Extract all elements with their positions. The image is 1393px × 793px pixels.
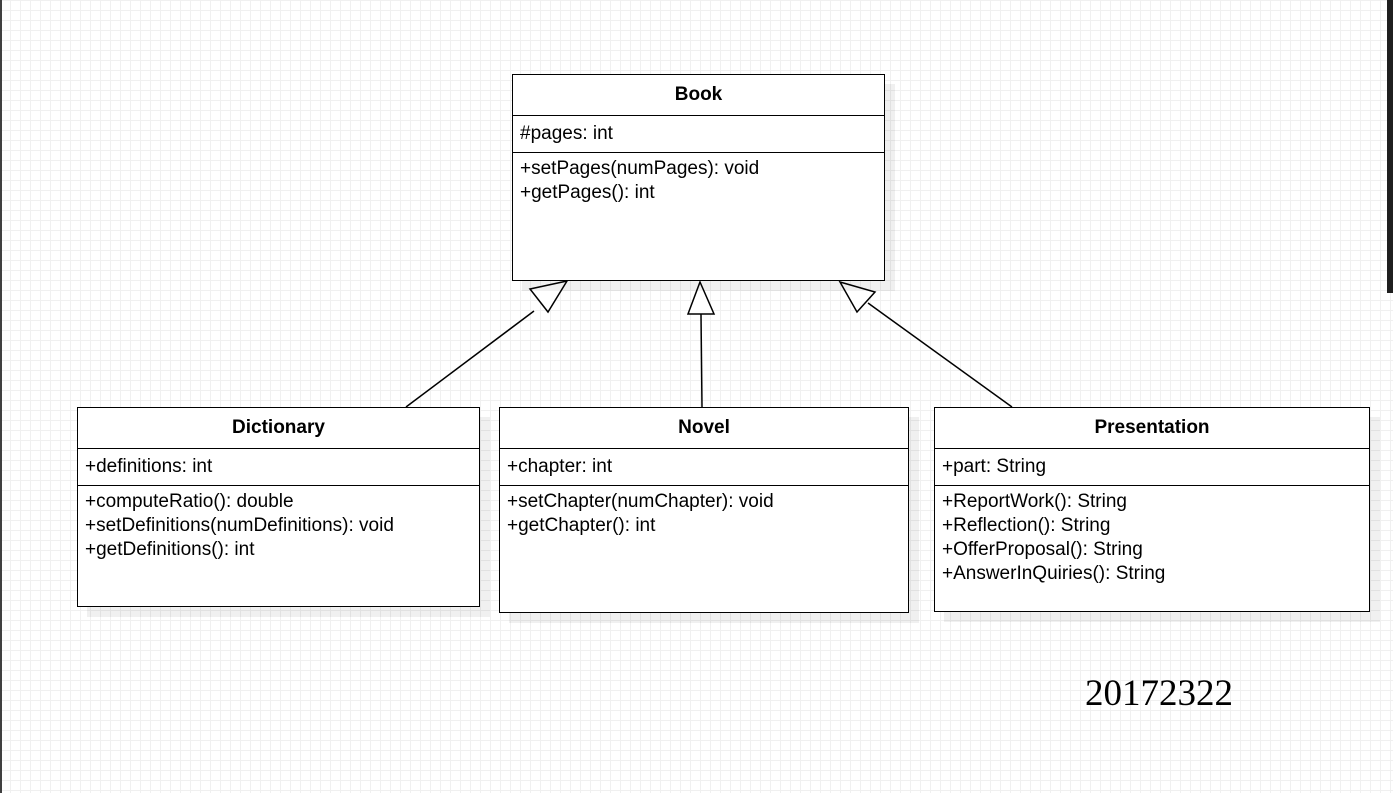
- method: +ReportWork(): String: [942, 491, 1127, 512]
- method: +AnswerInQuiries(): String: [942, 563, 1166, 584]
- attribute: +definitions: int: [85, 456, 213, 477]
- dictionary-book-line[interactable]: [405, 310, 535, 408]
- presentation-book-arrowhead[interactable]: [838, 280, 877, 314]
- method: +getPages(): int: [520, 182, 655, 203]
- method: +OfferProposal(): String: [942, 539, 1143, 560]
- vertical-scrollbar-thumb[interactable]: [1387, 0, 1393, 293]
- method: +getChapter(): int: [507, 515, 656, 536]
- class-name: Presentation: [935, 408, 1369, 449]
- class-attributes: +definitions: int: [78, 449, 479, 486]
- watermark-id-text: 20172322: [1085, 673, 1233, 714]
- attribute: +part: String: [942, 456, 1047, 477]
- method: +getDefinitions(): int: [85, 539, 255, 560]
- class-name: Dictionary: [78, 408, 479, 449]
- canvas-left-border: [0, 0, 2, 793]
- method: +computeRatio(): double: [85, 491, 294, 512]
- method: +Reflection(): String: [942, 515, 1111, 536]
- class-name: Novel: [500, 408, 908, 449]
- class-presentation[interactable]: Presentation +part: String +ReportWork()…: [934, 407, 1370, 612]
- class-attributes: #pages: int: [513, 116, 884, 153]
- class-methods: +ReportWork(): String +Reflection(): Str…: [935, 486, 1369, 586]
- method: +setChapter(numChapter): void: [507, 491, 774, 512]
- class-book[interactable]: Book #pages: int +setPages(numPages): vo…: [512, 74, 885, 281]
- attribute: #pages: int: [520, 123, 613, 144]
- class-name: Book: [513, 75, 884, 116]
- dictionary-book-arrowhead[interactable]: [528, 279, 569, 314]
- novel-book-line[interactable]: [700, 313, 703, 408]
- novel-book-arrowhead[interactable]: [686, 280, 716, 315]
- class-attributes: +part: String: [935, 449, 1369, 486]
- class-novel[interactable]: Novel +chapter: int +setChapter(numChapt…: [499, 407, 909, 613]
- class-dictionary[interactable]: Dictionary +definitions: int +computeRat…: [77, 407, 480, 607]
- class-methods: +computeRatio(): double +setDefinitions(…: [78, 486, 479, 562]
- class-attributes: +chapter: int: [500, 449, 908, 486]
- class-methods: +setPages(numPages): void +getPages(): i…: [513, 153, 884, 205]
- method: +setDefinitions(numDefinitions): void: [85, 515, 394, 536]
- attribute: +chapter: int: [507, 456, 613, 477]
- class-methods: +setChapter(numChapter): void +getChapte…: [500, 486, 908, 538]
- presentation-book-line[interactable]: [867, 302, 1013, 408]
- method: +setPages(numPages): void: [520, 158, 760, 179]
